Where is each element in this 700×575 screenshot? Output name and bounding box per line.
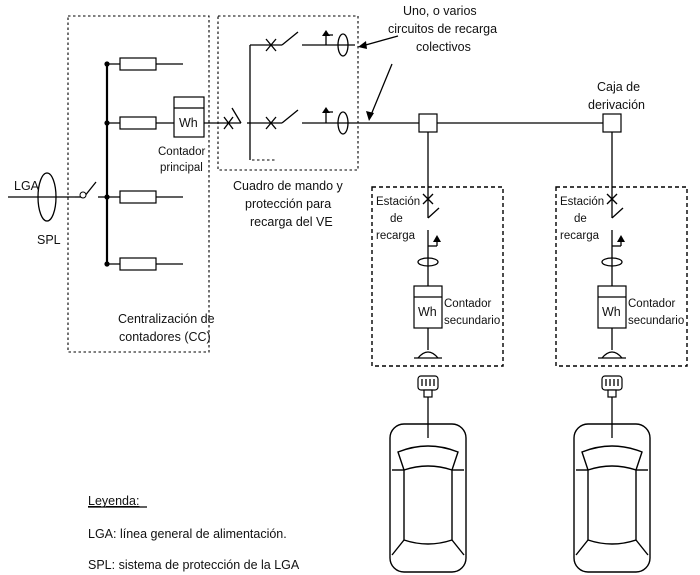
collective-circuits-callout: Uno, o varios circuitos de recarga colec…	[358, 4, 497, 121]
car-body	[389, 423, 467, 573]
station-label: de	[390, 213, 403, 225]
cc-label: contadores (CC)	[119, 330, 211, 344]
meter-centralization: Wh Contador principal Centralización de …	[67, 15, 215, 353]
panel-label: Cuadro de mando y	[233, 179, 344, 193]
sub-meter	[597, 285, 627, 329]
station-label: recarga	[376, 230, 416, 242]
station-boundary	[555, 186, 688, 367]
sub-meter-symbol: Wh	[602, 305, 621, 319]
charging-station-2: Wh Estación de recarga Contador secundar…	[555, 186, 688, 367]
spl-symbol	[37, 172, 57, 222]
junction-box	[602, 113, 622, 133]
junction-label: derivación	[588, 98, 645, 112]
junction-label: Caja de	[597, 80, 640, 94]
station-label: Estación	[560, 196, 604, 208]
sub-meter-symbol: Wh	[418, 305, 437, 319]
station-label: Estación	[376, 196, 420, 208]
circuits-label: Uno, o varios	[403, 4, 477, 18]
main-meter	[173, 96, 205, 138]
legend: Leyenda: LGA: línea general de alimentac…	[88, 494, 300, 572]
sub-meter	[413, 285, 443, 329]
car-body	[573, 423, 651, 573]
panel-label: protección para	[245, 197, 331, 211]
sub-meter-label: secundario	[628, 315, 684, 327]
cc-boundary	[67, 15, 210, 353]
fuse	[119, 57, 157, 71]
fuse	[119, 116, 157, 130]
panel-label: recarga del VE	[250, 215, 333, 229]
legend-item: LGA: línea general de alimentación.	[88, 527, 287, 541]
collective-circuit-line: Caja de derivación	[358, 80, 645, 187]
fuse	[119, 190, 157, 204]
station-label: de	[574, 213, 587, 225]
main-meter-label: principal	[160, 162, 203, 174]
sub-meter-label: secundario	[444, 315, 500, 327]
legend-title: Leyenda:	[88, 494, 139, 508]
lga-feeder: LGA SPL	[8, 172, 75, 247]
electric-vehicle-2	[573, 375, 651, 573]
plug-icon	[601, 375, 623, 391]
lga-label: LGA	[14, 179, 40, 193]
legend-item: SPL: sistema de protección de la LGA	[88, 558, 300, 572]
charging-station-1: Wh Estación de recarga Contador secundar…	[371, 186, 504, 367]
cc-label: Centralización de	[118, 312, 215, 326]
fuse	[119, 257, 157, 271]
plug-icon	[417, 375, 439, 391]
spl-label: SPL	[37, 233, 61, 247]
sub-meter-label: Contador	[628, 298, 675, 310]
electric-vehicle-1	[389, 375, 467, 573]
circuits-label: circuitos de recarga	[388, 22, 497, 36]
panel-boundary	[217, 15, 359, 171]
control-protection-panel: Cuadro de mando y protección para recarg…	[204, 15, 359, 229]
circuits-label: colectivos	[416, 40, 471, 54]
main-meter-symbol: Wh	[179, 116, 198, 130]
station-label: recarga	[560, 230, 600, 242]
main-meter-label: Contador	[158, 146, 205, 158]
station-boundary	[371, 186, 504, 367]
junction-box	[418, 113, 438, 133]
sub-meter-label: Contador	[444, 298, 491, 310]
